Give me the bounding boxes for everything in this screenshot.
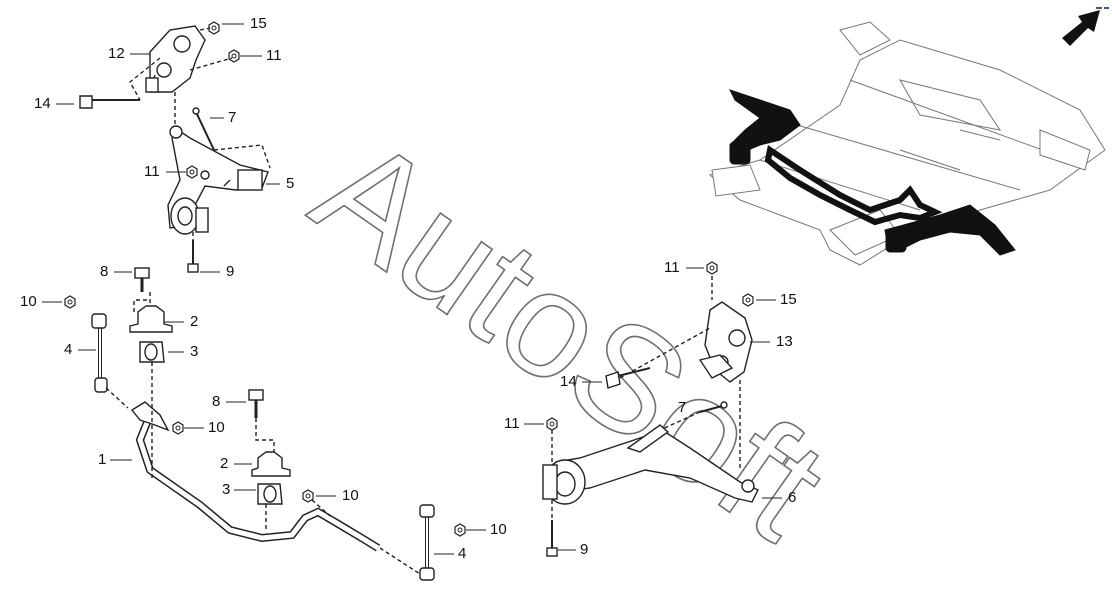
callout-10: 10 (490, 521, 507, 538)
forward-arrow-icon (1062, 7, 1109, 46)
callout-10: 10 (208, 419, 225, 436)
callout-5: 5 (286, 175, 295, 192)
right-knuckle-assembly (605, 261, 754, 470)
callout-15: 15 (250, 15, 267, 32)
callout-2: 2 (220, 455, 229, 472)
callout-11: 11 (504, 415, 520, 432)
callout-6: 6 (788, 489, 797, 506)
callout-4: 4 (64, 341, 73, 358)
callout-11: 11 (144, 163, 160, 180)
callout-leaders (42, 23, 782, 555)
callout-9: 9 (580, 541, 589, 558)
stabilizer-bar-assembly (64, 267, 466, 581)
callout-7: 7 (228, 109, 237, 126)
callout-10: 10 (20, 293, 37, 310)
callout-12: 12 (108, 45, 125, 62)
callout-3: 3 (222, 481, 231, 498)
callout-3: 3 (190, 343, 199, 360)
callout-8: 8 (212, 393, 221, 410)
callout-9: 9 (226, 263, 235, 280)
callout-14: 14 (560, 373, 577, 390)
callout-11: 11 (266, 47, 282, 64)
callout-10: 10 (342, 487, 359, 504)
callout-4: 4 (458, 545, 467, 562)
callout-2: 2 (190, 313, 199, 330)
left-lower-control-arm (167, 107, 271, 273)
subframe-highlighted-parts (729, 89, 1016, 256)
callout-1: 1 (98, 451, 107, 468)
callout-14: 14 (34, 95, 51, 112)
callout-7: 7 (678, 399, 687, 416)
callout-11: 11 (664, 259, 680, 276)
left-knuckle-assembly (79, 21, 240, 130)
callout-13: 13 (776, 333, 793, 350)
right-lower-control-arm (542, 417, 759, 557)
callout-15: 15 (780, 291, 797, 308)
callout-8: 8 (100, 263, 109, 280)
